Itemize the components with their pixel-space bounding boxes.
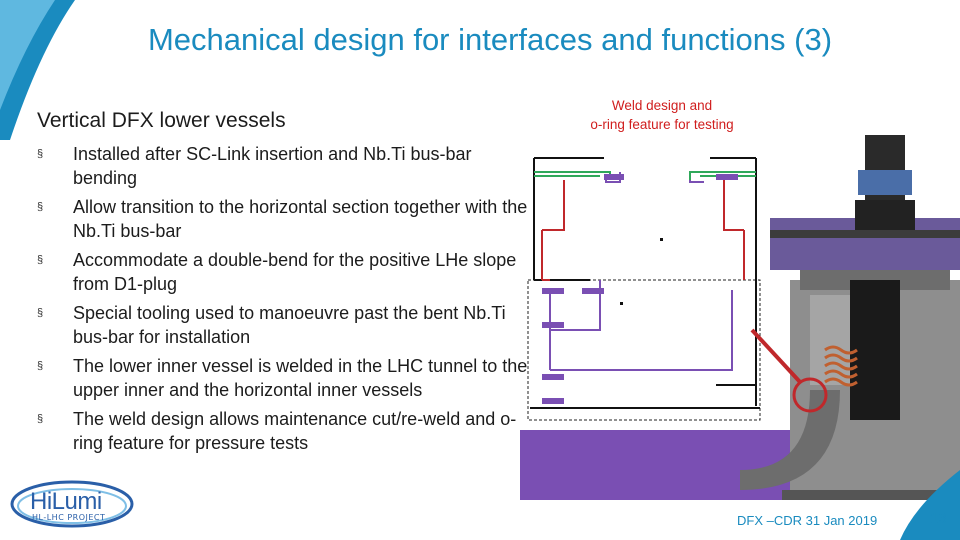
- bullet-marker: §: [37, 148, 44, 160]
- bullet-marker: §: [37, 254, 44, 266]
- bullet-item: § Special tooling used to manoeuvre past…: [37, 301, 537, 349]
- corner-swoosh-decoration: [0, 0, 75, 140]
- bullet-item: § Installed after SC-Link insertion and …: [37, 142, 537, 190]
- bullet-item: § Allow transition to the horizontal sec…: [37, 195, 537, 243]
- bottom-swoosh-decoration: [900, 470, 960, 540]
- page-number: 13: [930, 510, 947, 527]
- callout-line-1: Weld design and: [611, 98, 713, 113]
- bullet-text: Allow transition to the horizontal secti…: [73, 197, 528, 241]
- bullet-marker: §: [37, 307, 44, 319]
- slide-subtitle: Vertical DFX lower vessels: [37, 109, 286, 132]
- footer-text: DFX –CDR 31 Jan 2019: [737, 513, 878, 528]
- hilumi-logo: [10, 480, 134, 528]
- logo-name: HiLumi: [30, 488, 102, 515]
- bullet-text: Accommodate a double-bend for the positi…: [73, 250, 517, 294]
- callout-line-2: o-ring feature for testing: [590, 117, 734, 132]
- bullet-marker: §: [37, 413, 44, 425]
- slide-title: Mechanical design for interfaces and fun…: [147, 22, 833, 57]
- bullet-marker: §: [37, 360, 44, 372]
- bullet-text: The weld design allows maintenance cut/r…: [73, 409, 517, 453]
- bullet-item: § The weld design allows maintenance cut…: [37, 407, 537, 455]
- bullet-text: Installed after SC-Link insertion and Nb…: [73, 144, 472, 188]
- dfx-3d-model: [740, 135, 960, 500]
- bullet-text: Special tooling used to manoeuvre past t…: [73, 303, 506, 347]
- weld-cross-section: [527, 157, 761, 421]
- bullet-marker: §: [37, 201, 44, 213]
- weld-callout: Weld design and o-ring feature for testi…: [572, 96, 752, 134]
- dfx-vessel-drawing: [520, 135, 960, 500]
- bullet-text: The lower inner vessel is welded in the …: [73, 356, 528, 400]
- logo-subtitle: HL-LHC PROJECT: [32, 513, 106, 522]
- bullet-list: § Installed after SC-Link insertion and …: [37, 142, 537, 460]
- bullet-item: § Accommodate a double-bend for the posi…: [37, 248, 537, 296]
- bullet-item: § The lower inner vessel is welded in th…: [37, 354, 537, 402]
